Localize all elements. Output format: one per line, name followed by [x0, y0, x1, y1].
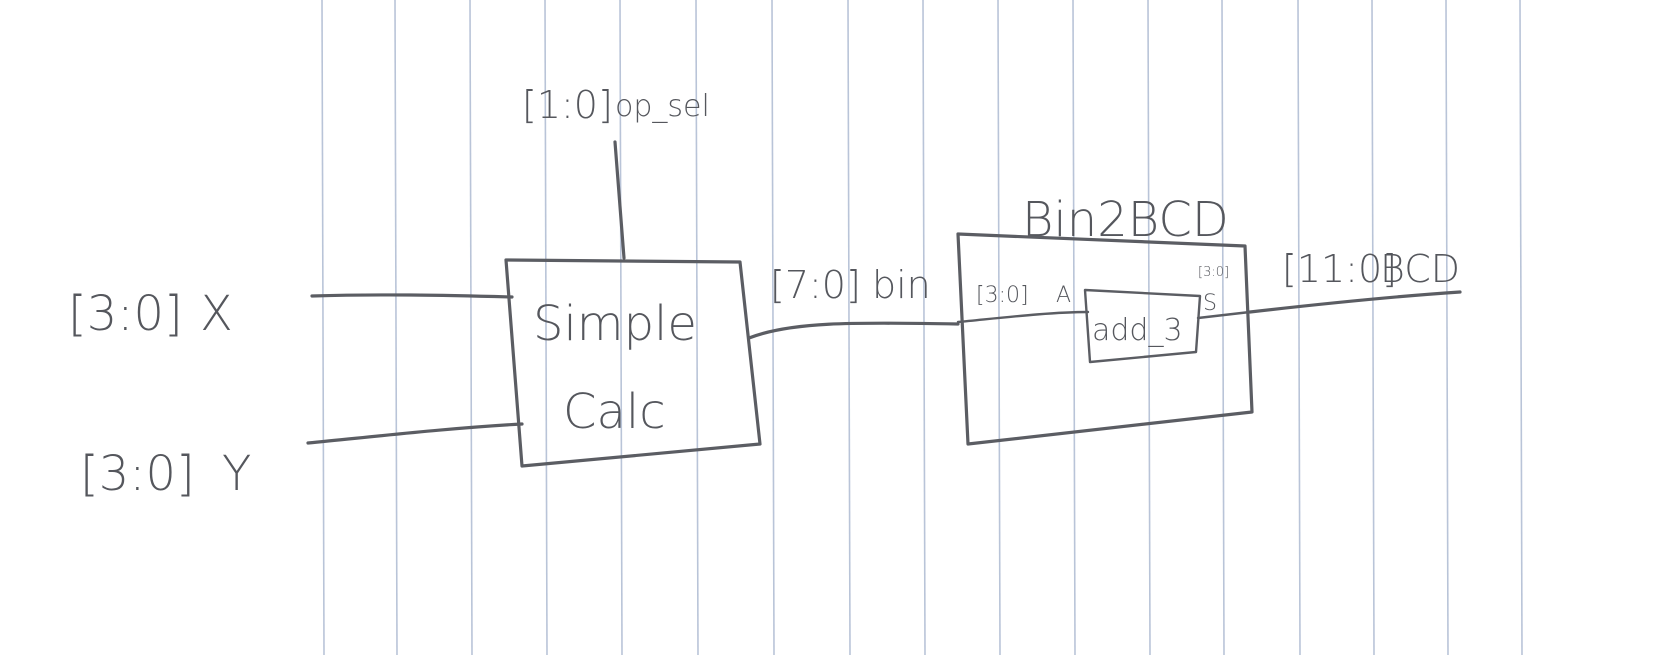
- y-input-name: Y: [222, 446, 251, 502]
- bin2bcd-port-a-name: A: [1056, 283, 1071, 308]
- bin-wire-width: [7:0]: [770, 263, 861, 307]
- x-input-width: [3:0]: [68, 286, 183, 342]
- bcd-output-wire: [1248, 290, 1462, 314]
- simple-calc-label-line2: Calc: [563, 384, 666, 440]
- bin-wire-name: bin: [872, 263, 931, 307]
- bcd-output-name: BCD: [1380, 247, 1460, 291]
- port-a-wire: [956, 310, 1090, 324]
- simple-calc-label-line1: Simple: [533, 296, 697, 352]
- bin2bcd-port-s-name: S: [1203, 291, 1217, 316]
- op-sel-width: [1:0]: [522, 83, 613, 127]
- x-wire: [310, 293, 514, 299]
- op-sel-wire: [613, 140, 626, 260]
- add-3-block: [1083, 288, 1202, 364]
- paper-rules: [321, 0, 1523, 655]
- y-wire: [306, 422, 524, 445]
- y-input-width: [3:0]: [80, 446, 195, 502]
- bin2bcd-block: [956, 232, 1254, 446]
- bin2bcd-port-a-width: [3:0]: [976, 283, 1029, 308]
- bin-wire: [747, 321, 960, 340]
- bcd-output-width: [11:0]: [1282, 247, 1397, 291]
- simple-calc-block: [504, 258, 762, 468]
- op-sel-name: op_sel: [615, 89, 710, 124]
- bin2bcd-port-s-width: [3:0]: [1198, 265, 1229, 280]
- x-input-name: X: [200, 286, 233, 342]
- port-s-wire: [1196, 310, 1252, 320]
- add-3-label: add_3: [1092, 313, 1183, 348]
